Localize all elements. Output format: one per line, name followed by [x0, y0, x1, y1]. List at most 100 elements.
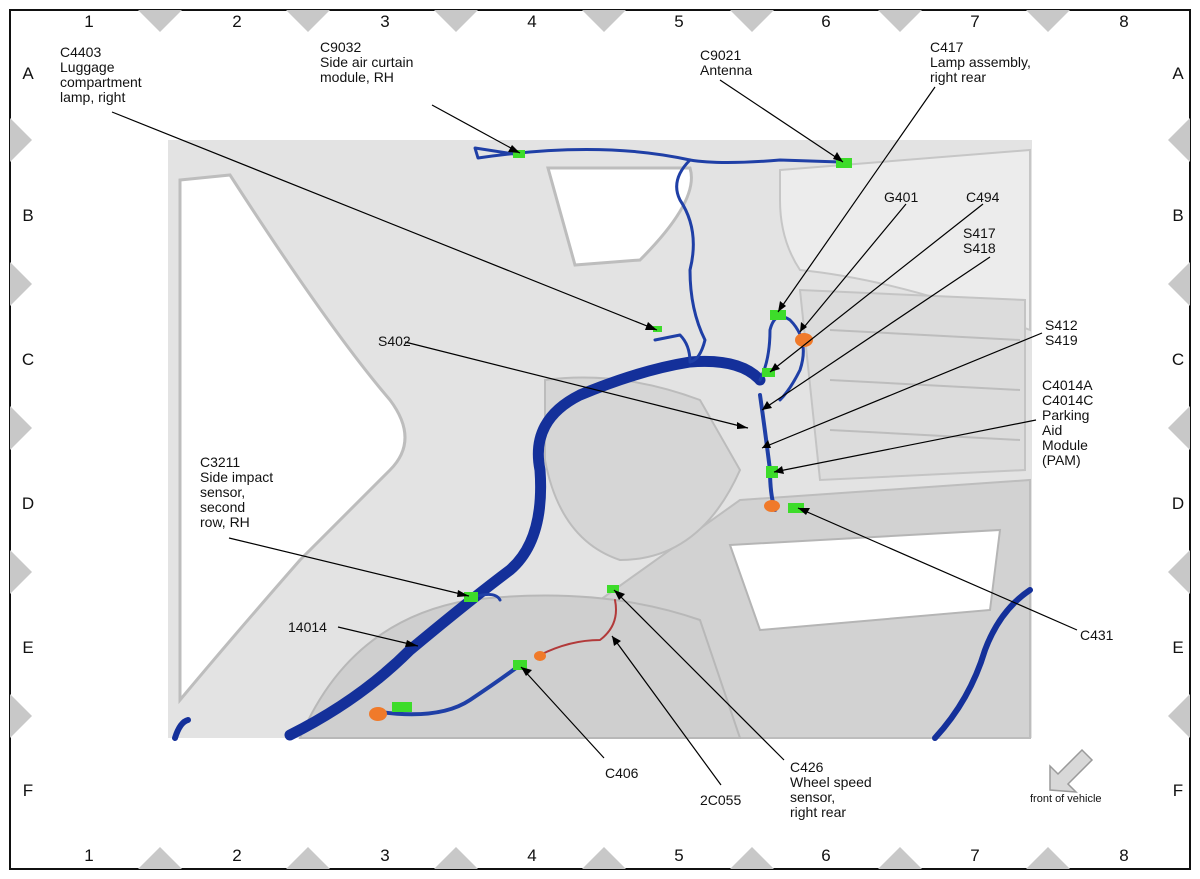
connector-c494: [762, 368, 775, 377]
main-harness-14014: [284, 355, 766, 741]
leader-2c055: [611, 635, 722, 786]
grid-col-7-bottom: 7: [970, 846, 980, 865]
leader-s402: [404, 341, 749, 429]
grommet-c431: [764, 500, 780, 512]
grid-marker-left-3: [10, 550, 32, 594]
grid-row-c-left: C: [21, 350, 35, 369]
body-illustration: [168, 140, 1032, 739]
leader-14014: [337, 626, 419, 647]
connector-c4403: [653, 326, 662, 332]
lamp-branch-left: [653, 333, 692, 364]
grid-marker-bottom-0: [138, 847, 182, 869]
grid-marker-right-4: [1168, 694, 1190, 738]
grid-row-d-right: D: [1171, 494, 1185, 513]
grid-col-8-bottom: 8: [1119, 846, 1129, 865]
callout-c4014: C4014A C4014C Parking Aid Module (PAM): [1042, 377, 1094, 468]
grid-marker-top-4: [730, 10, 774, 32]
leader-s412: [761, 332, 1043, 449]
leader-c9032: [431, 104, 521, 154]
grid-marker-top-6: [1026, 10, 1070, 32]
connector-c406: [513, 660, 527, 670]
grid-markers: [10, 10, 1190, 869]
wiring-harness: [172, 146, 1033, 741]
callout-14014: 14014: [288, 619, 327, 635]
grid-row-e-left: E: [22, 638, 34, 657]
grid-col-3-bottom: 3: [380, 846, 390, 865]
connector-lower: [392, 702, 412, 712]
grid-col-5-bottom: 5: [674, 846, 684, 865]
grid-row-a-right: A: [1172, 64, 1184, 83]
lower-branch: [378, 663, 522, 717]
grid-col-2-top: 2: [232, 12, 242, 31]
callout-g401: G401: [884, 189, 919, 205]
spare-well-opening: [728, 528, 1002, 632]
leader-c3211: [228, 537, 470, 597]
grid-marker-bottom-1: [286, 847, 330, 869]
grid-marker-left-2: [10, 406, 32, 450]
grid-marker-right-2: [1168, 406, 1190, 450]
grid-col-6-top: 6: [821, 12, 831, 31]
connector-c417: [770, 310, 786, 320]
grid-marker-top-5: [878, 10, 922, 32]
leader-arrowheads: [405, 145, 843, 676]
callout-2c055: 2C055: [700, 792, 742, 808]
grid-col-4-top: 4: [527, 12, 537, 31]
callout-c3211: C3211 Side impact sensor, second row, RH: [200, 454, 274, 530]
front-of-vehicle-label: front of vehicle: [1030, 793, 1102, 805]
grid-row-a-left: A: [22, 64, 34, 83]
callout-c9021: C9021 Antenna: [700, 47, 753, 78]
grid-marker-bottom-3: [582, 847, 626, 869]
connector-c431: [788, 503, 804, 513]
grid-col-2-bottom: 2: [232, 846, 242, 865]
leader-c494: [769, 203, 984, 373]
front-arrow-icon: [1049, 748, 1094, 793]
quarter-window-opening: [546, 166, 693, 267]
callout-c417: C417 Lamp assembly, right rear: [930, 39, 1031, 85]
grid-marker-right-3: [1168, 550, 1190, 594]
leader-lines: [111, 79, 1078, 786]
grid-row-c-right: C: [1171, 350, 1185, 369]
grid-col-5-top: 5: [674, 12, 684, 31]
callout-c9032: C9032 Side air curtain module, RH: [320, 39, 414, 85]
callout-c406: C406: [605, 765, 639, 781]
leader-c417: [777, 86, 936, 313]
callout-s417-s418: S417 S418: [963, 225, 996, 256]
grid-row-e-right: E: [1172, 638, 1184, 657]
grid-marker-right-1: [1168, 262, 1190, 306]
grid-col-1-bottom: 1: [84, 846, 94, 865]
connectors: [369, 150, 852, 721]
leader-c4014: [773, 419, 1037, 473]
leader-c406: [520, 666, 605, 759]
grid-row-f-left: F: [22, 781, 34, 800]
grid-col-4-bottom: 4: [527, 846, 537, 865]
leader-s417: [761, 256, 991, 411]
grid-marker-top-3: [582, 10, 626, 32]
grid-row-f-right: F: [1172, 781, 1184, 800]
callout-c4403: C4403 Luggage compartment lamp, right: [60, 44, 142, 105]
grid-marker-right-0: [1168, 118, 1190, 162]
grid-col-6-bottom: 6: [821, 846, 831, 865]
grid-marker-bottom-4: [730, 847, 774, 869]
grid-marker-left-0: [10, 118, 32, 162]
leader-g401: [799, 203, 907, 333]
grid-marker-bottom-6: [1026, 847, 1070, 869]
grid-marker-top-2: [434, 10, 478, 32]
grid-marker-bottom-2: [434, 847, 478, 869]
callout-c426: C426 Wheel speed sensor, right rear: [790, 759, 872, 820]
connector-c426: [607, 585, 619, 593]
grid-row-b-right: B: [1172, 206, 1184, 225]
connector-c9032: [513, 150, 525, 158]
ground-g401: [795, 333, 813, 347]
right-harness: [932, 587, 1033, 741]
side-window-opening: [178, 173, 407, 705]
grid-marker-left-1: [10, 262, 32, 306]
left-harness-stub: [172, 717, 191, 741]
callout-c431: C431: [1080, 627, 1114, 643]
leader-c4403: [111, 111, 658, 331]
grid-col-3-top: 3: [380, 12, 390, 31]
leader-c431: [797, 507, 1078, 631]
callout-c494: C494: [966, 189, 1000, 205]
grid-col-7-top: 7: [970, 12, 980, 31]
callout-s402: S402: [378, 333, 411, 349]
